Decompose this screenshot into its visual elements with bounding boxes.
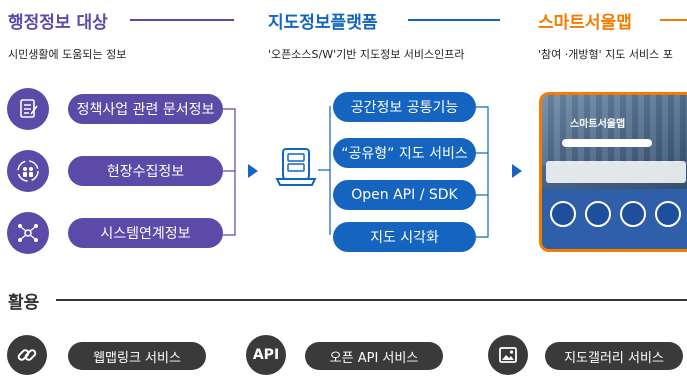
smartmap-feature-circle	[655, 201, 681, 227]
usage-item-map-gallery: 지도갤러리 서비스	[545, 342, 683, 370]
document-list-icon	[7, 88, 49, 130]
smartmap-screenshot-card: 스마트서울맵	[539, 92, 687, 252]
admin-item-field-info: 현장수집정보	[68, 156, 223, 186]
smartmap-search-bar	[562, 139, 652, 147]
smartmap-section-title: 스마트서울맵	[538, 13, 632, 33]
smartmap-feature-circle	[585, 201, 611, 227]
admin-item-system-link-info: 시스템연계정보	[68, 218, 223, 248]
platform-item-shared-map: “공유형” 지도 서비스	[333, 138, 476, 168]
smartmap-feature-circle	[550, 201, 576, 227]
usage-item-weblink: 웹맵링크 서비스	[68, 342, 206, 370]
platform-item-open-api-sdk: Open API / SDK	[333, 180, 476, 210]
usage-item-open-api: 오픈 API 서비스	[305, 342, 443, 370]
admin-to-platform-arrow	[248, 164, 258, 178]
admin-item-document-info: 정책사업 관련 문서정보	[68, 94, 223, 124]
link-icon	[7, 335, 47, 375]
platform-item-spatial-common: 공간정보 공통기능	[333, 92, 476, 122]
platform-right-connector	[476, 106, 489, 238]
usage-section-title: 활용	[8, 293, 40, 313]
smartmap-feature-circle	[620, 201, 646, 227]
picture-gallery-icon	[488, 335, 528, 375]
api-icon: API	[246, 335, 286, 375]
people-cycle-icon	[7, 150, 49, 192]
platform-section-title: 지도정보플랫폼	[268, 13, 378, 33]
smartmap-screen-title: 스마트서울맵	[570, 119, 626, 130]
laptop-server-icon	[273, 147, 319, 187]
admin-bracket-connector	[223, 108, 236, 236]
platform-left-connector	[318, 106, 331, 235]
platform-to-smartmap-arrow	[512, 164, 522, 178]
api-icon-text: API	[252, 347, 280, 363]
admin-subtitle: 시민생활에 도움되는 정보	[8, 48, 127, 61]
smartmap-city-backdrop	[542, 95, 687, 165]
platform-item-map-visualization: 지도 시각화	[333, 222, 476, 252]
smartmap-title-rule	[660, 19, 687, 21]
smartmap-quick-menu	[546, 161, 686, 183]
network-nodes-icon	[7, 212, 49, 254]
platform-subtitle: '오픈소스S/W'기반 지도정보 서비스인프라	[268, 48, 465, 61]
admin-title-rule	[130, 19, 234, 21]
smartmap-subtitle: '참여 ·개방형' 지도 서비스 포	[538, 48, 673, 61]
usage-title-rule	[56, 299, 687, 301]
admin-section-title: 행정정보 대상	[8, 13, 108, 33]
platform-title-rule	[408, 19, 500, 21]
